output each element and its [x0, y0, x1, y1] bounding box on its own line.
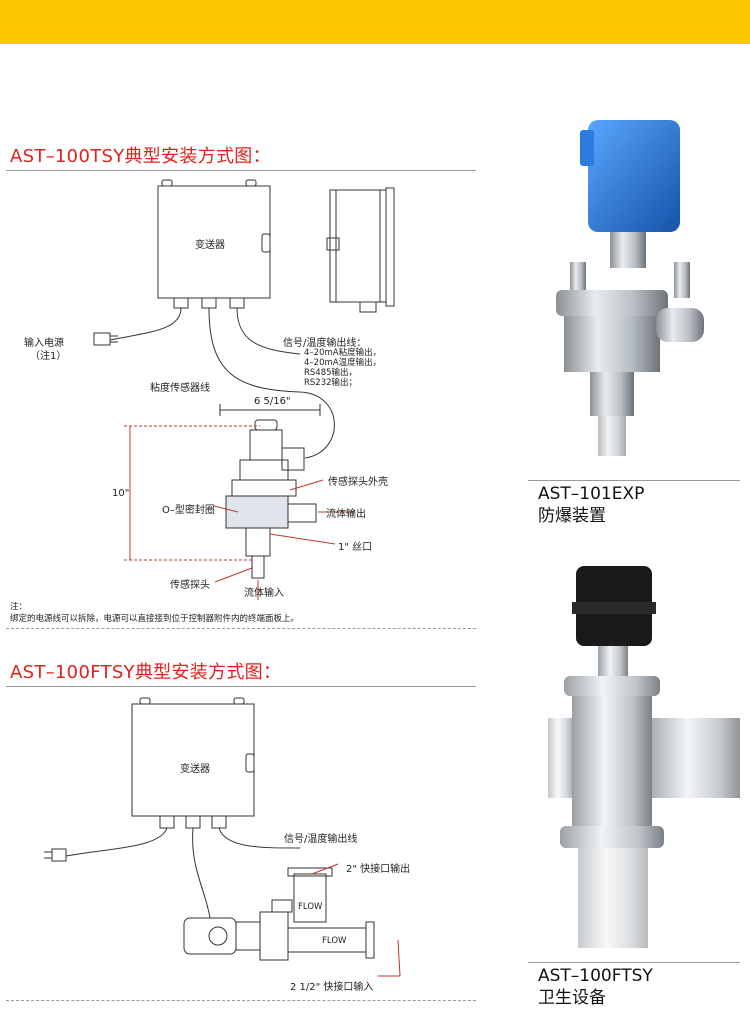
s1-output-3: RS485输出， — [304, 368, 358, 378]
photo1-caption-line1: AST–101EXP — [538, 484, 645, 504]
photo2-caption-line1: AST–100FTSY — [538, 966, 653, 986]
photo1-caption-line2: 防爆装置 — [538, 506, 606, 526]
s1-power-input-label: 输入电源 — [24, 338, 64, 349]
s1-fluid-in-label: 流体输入 — [244, 588, 284, 599]
ast-101exp-photo — [556, 120, 704, 456]
s1-note-text: 绑定的电源线可以拆除，电源可以直接接到位于控制器附件内的终端面板上。 — [10, 614, 300, 624]
section1-diagram — [93, 179, 395, 600]
s2-inlet-label: 2 1/2" 快接口输入 — [290, 982, 374, 993]
s2-flow-label-2: FLOW — [322, 936, 347, 946]
s1-o-ring-label: O–型密封圈 — [162, 505, 215, 516]
s1-fluid-out-label: 流体输出 — [326, 509, 366, 520]
section1-title: AST–100TSY典型安装方式图： — [10, 146, 271, 167]
s1-dim-width: 6 5/16" — [254, 396, 291, 407]
header-bar — [0, 0, 750, 44]
s1-output-4: RS232输出； — [304, 378, 358, 388]
photo2-caption-rule — [528, 962, 740, 963]
section2-diagram — [44, 697, 401, 977]
photo2-caption-line2: 卫生设备 — [538, 988, 606, 1008]
photo1-caption-rule — [528, 480, 740, 481]
transmitter-side-view — [329, 189, 387, 303]
s1-probe-label: 传感探头 — [170, 580, 210, 591]
s1-note1-label: （注1） — [30, 351, 67, 362]
section2-divider — [6, 686, 476, 687]
section2-title: AST–100FTSY典型安装方式图： — [10, 662, 282, 683]
signal-cable — [236, 307, 301, 355]
power-cord — [109, 307, 182, 341]
power-cord-2 — [65, 827, 168, 857]
section2-bottom-divider — [6, 1000, 476, 1001]
signal-cable-2 — [218, 827, 301, 849]
s1-probe-housing-label: 传感探头外壳 — [328, 477, 388, 488]
s2-flow-label-1: FLOW — [298, 902, 323, 912]
s1-transmitter-label: 变送器 — [195, 240, 225, 251]
s2-outlet-label: 2" 快接口输出 — [346, 864, 411, 875]
ast-100ftsy-photo — [548, 566, 740, 948]
s2-signal-output-label: 信号/温度输出线 — [284, 834, 358, 845]
s1-dim-height: 10" — [112, 488, 130, 499]
s1-output-2: 4–20mA温度输出， — [304, 358, 382, 368]
sensor-cable-2 — [192, 827, 211, 919]
s1-thread-label: 1" 丝口 — [338, 542, 373, 553]
sensor-cable — [208, 307, 335, 459]
s1-sensor-cable-label: 粘度传感器线 — [150, 383, 210, 394]
s1-note-title: 注： — [10, 602, 28, 612]
s1-output-1: 4–20mA粘度输出， — [304, 348, 382, 358]
section1-divider — [6, 170, 476, 171]
s1-signal-output-label: 信号/温度输出线： — [283, 338, 367, 349]
section1-bottom-divider — [6, 628, 476, 629]
s2-transmitter-label: 变送器 — [180, 764, 210, 775]
